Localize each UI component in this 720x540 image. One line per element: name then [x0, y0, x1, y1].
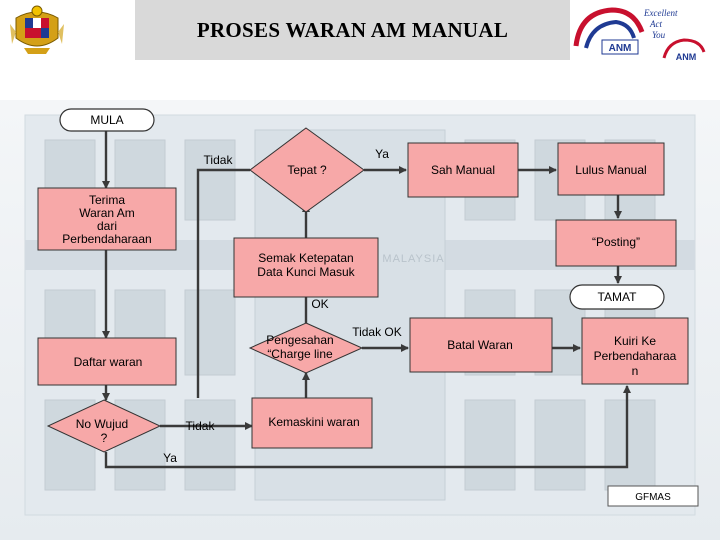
connector-tepat-tidak: [196, 168, 250, 398]
page-title: PROSES WARAN AM MANUAL: [196, 18, 509, 42]
node-kuiri-line-3: n: [632, 364, 639, 378]
node-terima-line-3: dari: [97, 219, 117, 233]
node-tepat-decision: Tepat ?: [249, 127, 365, 213]
node-mula-label: MULA: [90, 113, 123, 127]
edge-label-ya-top: Ya: [375, 147, 389, 161]
edge-label-tidak-ok: Tidak OK: [352, 325, 402, 339]
node-terima-line-1: Terima: [89, 193, 125, 207]
node-tamat: TAMAT: [569, 284, 665, 310]
node-semak-ketepatan: Semak Ketepatan Data Kunci Masuk: [233, 237, 379, 298]
node-terima-waran: Terima Waran Am dari Perbendaharaan: [37, 187, 177, 251]
node-no-wujud-decision: No Wujud ?: [46, 399, 162, 453]
node-kemaskini-waran: Kemaskini waran: [251, 397, 373, 449]
edge-label-tidak-bottom: Tidak: [186, 419, 216, 433]
node-batal-label: Batal Waran: [447, 338, 513, 352]
gfmas-badge: GFMAS: [607, 485, 699, 507]
node-daftar-waran: Daftar waran: [37, 337, 177, 386]
node-sah-manual: Sah Manual: [407, 142, 519, 198]
node-daftar-label: Daftar waran: [74, 355, 143, 369]
connector-nowujud-ya-loop: [104, 385, 631, 469]
motto-line-2: Act: [649, 19, 662, 29]
node-semak-line-1: Semak Ketepatan: [258, 251, 353, 265]
node-batal-waran: Batal Waran: [409, 317, 553, 373]
node-semak-line-2: Data Kunci Masuk: [257, 265, 355, 279]
node-terima-line-4: Perbendaharaan: [62, 232, 151, 246]
anm-logo-text-small: ANM: [676, 52, 697, 62]
node-pengesahan-decision: Pengesahan “Charge line: [248, 322, 364, 374]
node-no-wujud-line-1: No Wujud: [76, 417, 128, 431]
motto-line-1: Excellent: [643, 8, 678, 18]
node-sah-manual-label: Sah Manual: [431, 163, 495, 177]
gfmas-badge-label: GFMAS: [635, 492, 671, 503]
edge-label-ya-bottom: Ya: [163, 451, 177, 465]
node-tepat-label: Tepat ?: [287, 163, 327, 177]
node-kuiri-perbendaharaan: Kuiri Ke Perbendaharaa n: [581, 317, 689, 385]
node-kemaskini-label: Kemaskini waran: [268, 415, 359, 429]
edge-label-tidak-top: Tidak: [204, 153, 234, 167]
node-posting-label: “Posting”: [592, 235, 640, 249]
node-posting: “Posting”: [555, 219, 677, 267]
node-pengesahan-line-1: Pengesahan: [266, 333, 333, 347]
node-terima-line-2: Waran Am: [79, 206, 135, 220]
anm-logo: ANM Excellent Act You ANM: [573, 7, 706, 62]
motto-line-3: You: [652, 30, 666, 40]
node-no-wujud-line-2: ?: [101, 431, 108, 445]
node-kuiri-line-1: Kuiri Ke: [614, 334, 656, 348]
header-band: [135, 0, 570, 60]
anm-logo-text: ANM: [609, 43, 632, 54]
node-lulus-manual-label: Lulus Manual: [575, 163, 646, 177]
node-pengesahan-line-2: “Charge line: [267, 347, 333, 361]
node-kuiri-line-2: Perbendaharaa: [594, 349, 677, 363]
node-mula: MULA: [59, 108, 155, 132]
node-lulus-manual: Lulus Manual: [557, 142, 665, 196]
coat-of-arms-logo: [10, 5, 64, 54]
node-tamat-label: TAMAT: [598, 290, 638, 304]
edge-label-ok: OK: [311, 297, 328, 311]
